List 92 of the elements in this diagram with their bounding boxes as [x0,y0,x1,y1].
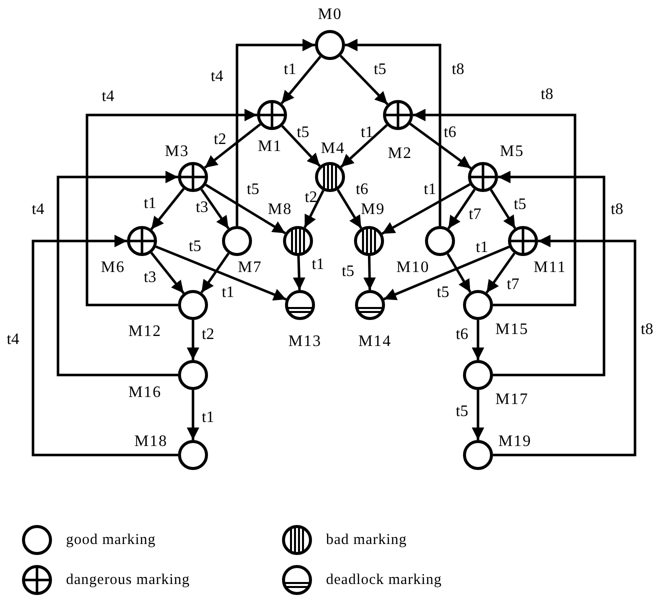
arrow [340,124,388,168]
node-label: M13 [288,334,322,350]
edge-label: t5 [436,285,450,301]
edge-label: t5 [514,197,526,213]
node-label: M12 [128,324,162,340]
arrow [345,38,442,226]
node-label: M7 [238,260,262,276]
edge-label: t1 [222,285,234,301]
arrow [155,245,287,301]
edge-label: t8 [540,87,554,103]
arrow [340,54,388,106]
legend-label: bad marking [326,532,407,548]
node-label: M0 [318,7,342,23]
edge-label: t2 [202,327,214,343]
arrow [383,246,510,300]
node-label: M10 [396,260,430,276]
node-label: M16 [128,385,162,401]
node-label: M3 [164,144,190,160]
node-label: M19 [498,434,532,450]
edge-label: t2 [214,132,226,148]
arrow [336,189,362,229]
arrow [292,256,306,290]
edge-label: t8 [640,322,654,338]
node-label: M5 [500,144,524,160]
edge-label: t1 [144,196,156,212]
edge-label: t4 [102,89,114,105]
arrow [280,56,322,104]
edge-label: t1 [424,182,436,198]
arrow [447,188,476,230]
arrow [281,125,321,167]
node-label: M11 [534,260,566,276]
arrow [304,190,324,228]
edge-label: t5 [374,62,386,78]
edge-label: t1 [476,240,488,256]
arrow [486,252,516,294]
legend-label: deadlock marking [326,572,442,588]
arrow [236,38,315,226]
edge-label: t4 [32,202,44,218]
arrow [32,234,178,456]
edge-label: t5 [296,125,310,141]
node-label: M17 [495,392,529,408]
edge-label: t8 [452,62,464,78]
arrow [56,170,178,376]
node-label: M4 [320,141,346,157]
arrow [493,234,636,456]
edge-label: t2 [304,190,318,206]
edge-label: t4 [210,69,224,85]
node-label: M6 [100,260,126,276]
arrow [490,189,516,229]
legend-label: dangerous marking [66,572,190,588]
node-label: M8 [268,202,292,218]
edge-label: t3 [196,200,208,216]
node-label: M9 [360,202,386,218]
arrow [493,170,606,376]
edge-label: t1 [284,62,296,78]
arrow [413,108,576,306]
arrow [204,123,261,169]
edge-label: t5 [246,182,260,198]
edge-label: t7 [468,207,482,223]
arrow [472,320,484,360]
arrow [205,184,286,234]
legend-label: good marking [66,532,156,548]
edge-label: t8 [610,202,624,218]
edge-label: t5 [188,239,202,255]
edge-label: t1 [312,257,324,273]
node-label: M2 [388,146,412,162]
arrow [381,183,471,235]
arrow [409,122,472,170]
arrow [186,320,200,360]
arrow [200,188,230,230]
edge-label: t1 [360,125,374,141]
arrow [186,390,200,440]
node-label: M1 [258,139,282,155]
edge-label: t5 [456,404,468,420]
arrow [150,188,185,230]
edge-label: t4 [6,332,20,348]
arrow [446,253,472,293]
arrow [86,108,257,306]
edge-label: t6 [444,125,456,141]
node-label: M18 [134,434,168,450]
edge-label: t6 [456,327,468,343]
edge-label: t5 [342,264,354,280]
arrow [472,390,484,440]
edge-label: t1 [202,410,214,426]
edge-label: t7 [506,277,520,293]
node-label: M14 [358,334,392,350]
edge-label: t3 [144,270,156,286]
arrow [150,252,185,294]
edge-label: t6 [356,182,368,198]
arrow [363,256,376,290]
node-label: M15 [495,322,529,338]
arrow [200,252,230,294]
